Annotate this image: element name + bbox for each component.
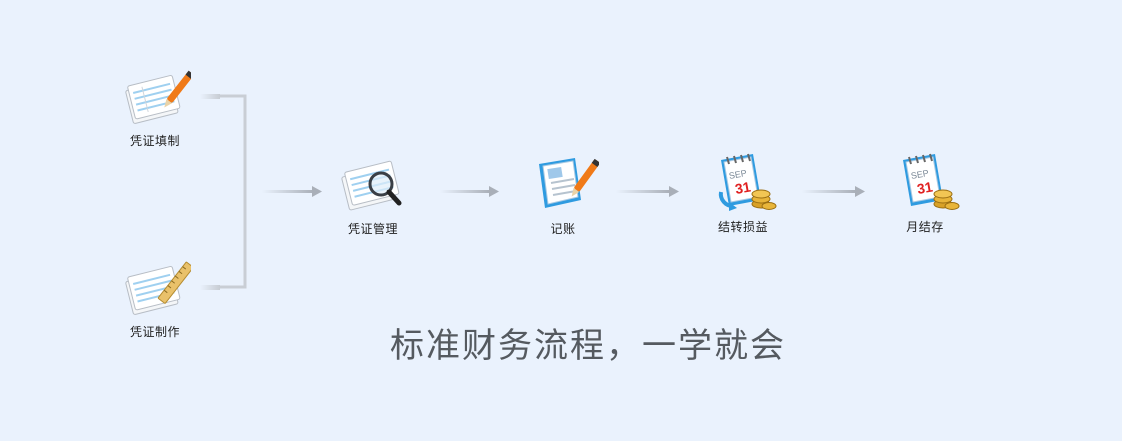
ledger-pen-icon xyxy=(539,158,599,208)
step-label: 月结存 xyxy=(906,220,944,234)
tagline: 标准财务流程，一学就会 xyxy=(390,326,786,366)
arrow-to-voucher-manage xyxy=(262,186,322,197)
calendar-coins-icon: SEP 31 xyxy=(903,153,960,210)
calendar-month: SEP xyxy=(910,168,929,181)
voucher-pen-icon xyxy=(125,70,191,124)
step-voucher-manage: 凭证管理 xyxy=(318,150,428,237)
step-label: 凭证制作 xyxy=(129,325,180,339)
arrow-to-month-end xyxy=(802,186,865,197)
step-label: 结转损益 xyxy=(717,220,768,234)
step-bookkeeping: 记账 xyxy=(508,150,618,237)
calendar-day: 31 xyxy=(916,178,934,196)
step-voucher-entry: 凭证填制 xyxy=(100,62,210,149)
calendar-coins-refresh-icon: SEP 31 xyxy=(718,153,777,211)
voucher-ruler-icon xyxy=(125,261,191,315)
bracket-top-fade xyxy=(200,94,220,99)
step-profit-loss: SEP 31 结转损益 xyxy=(688,148,798,235)
calendar-month: SEP xyxy=(728,168,747,181)
step-label: 凭证管理 xyxy=(347,222,398,236)
bracket-bottom-fade xyxy=(200,285,220,290)
arrow-to-bookkeeping xyxy=(440,186,499,197)
calendar-day: 31 xyxy=(734,178,752,196)
voucher-magnifier-icon xyxy=(341,160,402,211)
step-month-end: SEP 31 月结存 xyxy=(870,148,980,235)
step-label: 凭证填制 xyxy=(129,134,180,148)
bracket-connector xyxy=(205,94,247,289)
step-voucher-create: 凭证制作 xyxy=(100,253,210,340)
step-label: 记账 xyxy=(550,222,576,236)
arrow-to-profit-loss xyxy=(616,186,679,197)
